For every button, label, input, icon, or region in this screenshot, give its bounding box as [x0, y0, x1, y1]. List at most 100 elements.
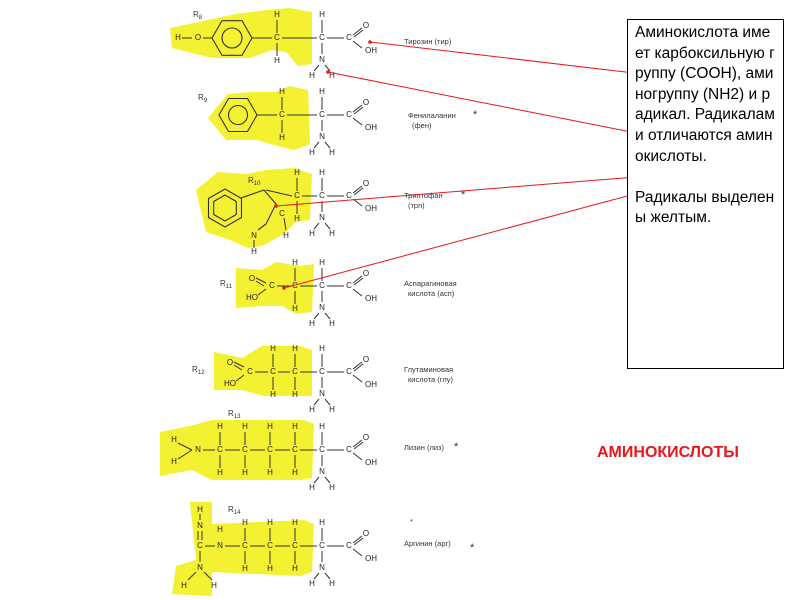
hydrogen: H: [242, 564, 248, 573]
hydrogen: H: [171, 435, 177, 444]
hydrogen: H: [292, 258, 298, 267]
hydrogen: H: [294, 168, 300, 177]
hydrogen: H: [267, 422, 273, 431]
indole-inner-ring: [213, 194, 237, 222]
bond: [203, 571, 213, 581]
hydrogen: H: [175, 33, 181, 42]
bond: [353, 106, 364, 115]
bond: [235, 374, 245, 382]
amino-nitrogen: N: [319, 467, 325, 476]
radical-highlight: [236, 262, 314, 314]
nitrogen: N: [217, 541, 223, 550]
bond: [352, 117, 363, 126]
amino-nitrogen: N: [319, 303, 325, 312]
hydrogen: H: [197, 505, 203, 514]
hydrogen: H: [242, 422, 248, 431]
hydrogen: H: [329, 71, 335, 80]
hydrogen: H: [242, 518, 248, 527]
alpha-carbon: C: [319, 33, 325, 42]
hydrogen: H: [309, 71, 315, 80]
carbon: C: [242, 445, 248, 454]
bond: [352, 288, 363, 297]
nitrogen: N: [195, 445, 201, 454]
explanation-textbox: Аминокислота имеет карбоксильную группу …: [627, 19, 784, 369]
radical-label: R8: [193, 10, 203, 21]
benzene-ring: [211, 20, 253, 56]
bond: [324, 476, 331, 484]
amino-acid-name-abbrev: кислота (глу): [408, 375, 453, 384]
hydrogen: H: [319, 87, 325, 96]
hydrogen: H: [319, 422, 325, 431]
hydrogen: H: [267, 518, 273, 527]
amino-nitrogen: N: [319, 563, 325, 572]
alpha-carbon: C: [319, 367, 325, 376]
hydrogen: H: [270, 344, 276, 353]
bond: [255, 280, 265, 287]
bond: [352, 374, 363, 383]
bond: [265, 189, 293, 197]
bond: [313, 572, 320, 580]
bond: [353, 277, 364, 286]
alpha-carbon: C: [319, 445, 325, 454]
hydrogen: H: [292, 422, 298, 431]
hydroxyl: OH: [365, 46, 377, 55]
carbon: C: [274, 33, 280, 42]
pointer-to-radical-aspartic: [283, 191, 643, 289]
carbon: C: [270, 367, 276, 376]
bond: [324, 222, 331, 230]
bond: [353, 187, 364, 196]
amino-nitrogen: N: [319, 132, 325, 141]
hydrogen: H: [292, 518, 298, 527]
pointer-to-radical-tryptophan: [275, 175, 649, 207]
hydrogen: H: [329, 405, 335, 414]
decorative-mark: *: [410, 517, 413, 526]
hydrogen: H: [211, 581, 217, 590]
hydrogen: H: [329, 579, 335, 588]
carbon: C: [269, 281, 275, 290]
carboxyl-carbon: C: [346, 281, 352, 290]
carbon: C: [279, 209, 285, 218]
radical-highlight: [214, 346, 312, 396]
hydrogen: H: [292, 564, 298, 573]
pointer-end-dot: [274, 204, 278, 208]
bond: [187, 571, 197, 581]
hydrogen: H: [274, 10, 280, 19]
bond: [313, 64, 320, 72]
hydrogen: H: [319, 258, 325, 267]
hydrogen: H: [309, 483, 315, 492]
bond: [313, 476, 320, 484]
indole-nitrogen: N: [251, 231, 257, 240]
hydrogen: H: [309, 579, 315, 588]
pointer-end-dot: [282, 286, 286, 290]
bond: [352, 535, 363, 544]
amino-acid-name: Триптофан: [404, 191, 443, 200]
bond: [352, 27, 363, 36]
amino-nitrogen: N: [319, 55, 325, 64]
hydrogen: H: [217, 525, 223, 534]
oxygen: O: [363, 269, 369, 278]
bond: [353, 363, 364, 372]
alpha-carbon: C: [319, 281, 325, 290]
bond: [353, 29, 364, 38]
hydrogen: H: [292, 304, 298, 313]
oxygen: O: [363, 179, 369, 188]
essential-star: *: [454, 441, 459, 453]
bond: [233, 361, 245, 368]
essential-star: *: [473, 109, 478, 121]
oxygen: O: [363, 21, 369, 30]
pointer-end-dot: [368, 40, 372, 44]
pointer-end-dot: [326, 70, 330, 74]
amino-nitrogen: N: [319, 389, 325, 398]
alpha-carbon: C: [319, 541, 325, 550]
hydrogen: H: [292, 468, 298, 477]
bond: [352, 40, 363, 49]
bond: [313, 141, 320, 149]
bond: [177, 442, 193, 451]
oxygen: O: [363, 98, 369, 107]
